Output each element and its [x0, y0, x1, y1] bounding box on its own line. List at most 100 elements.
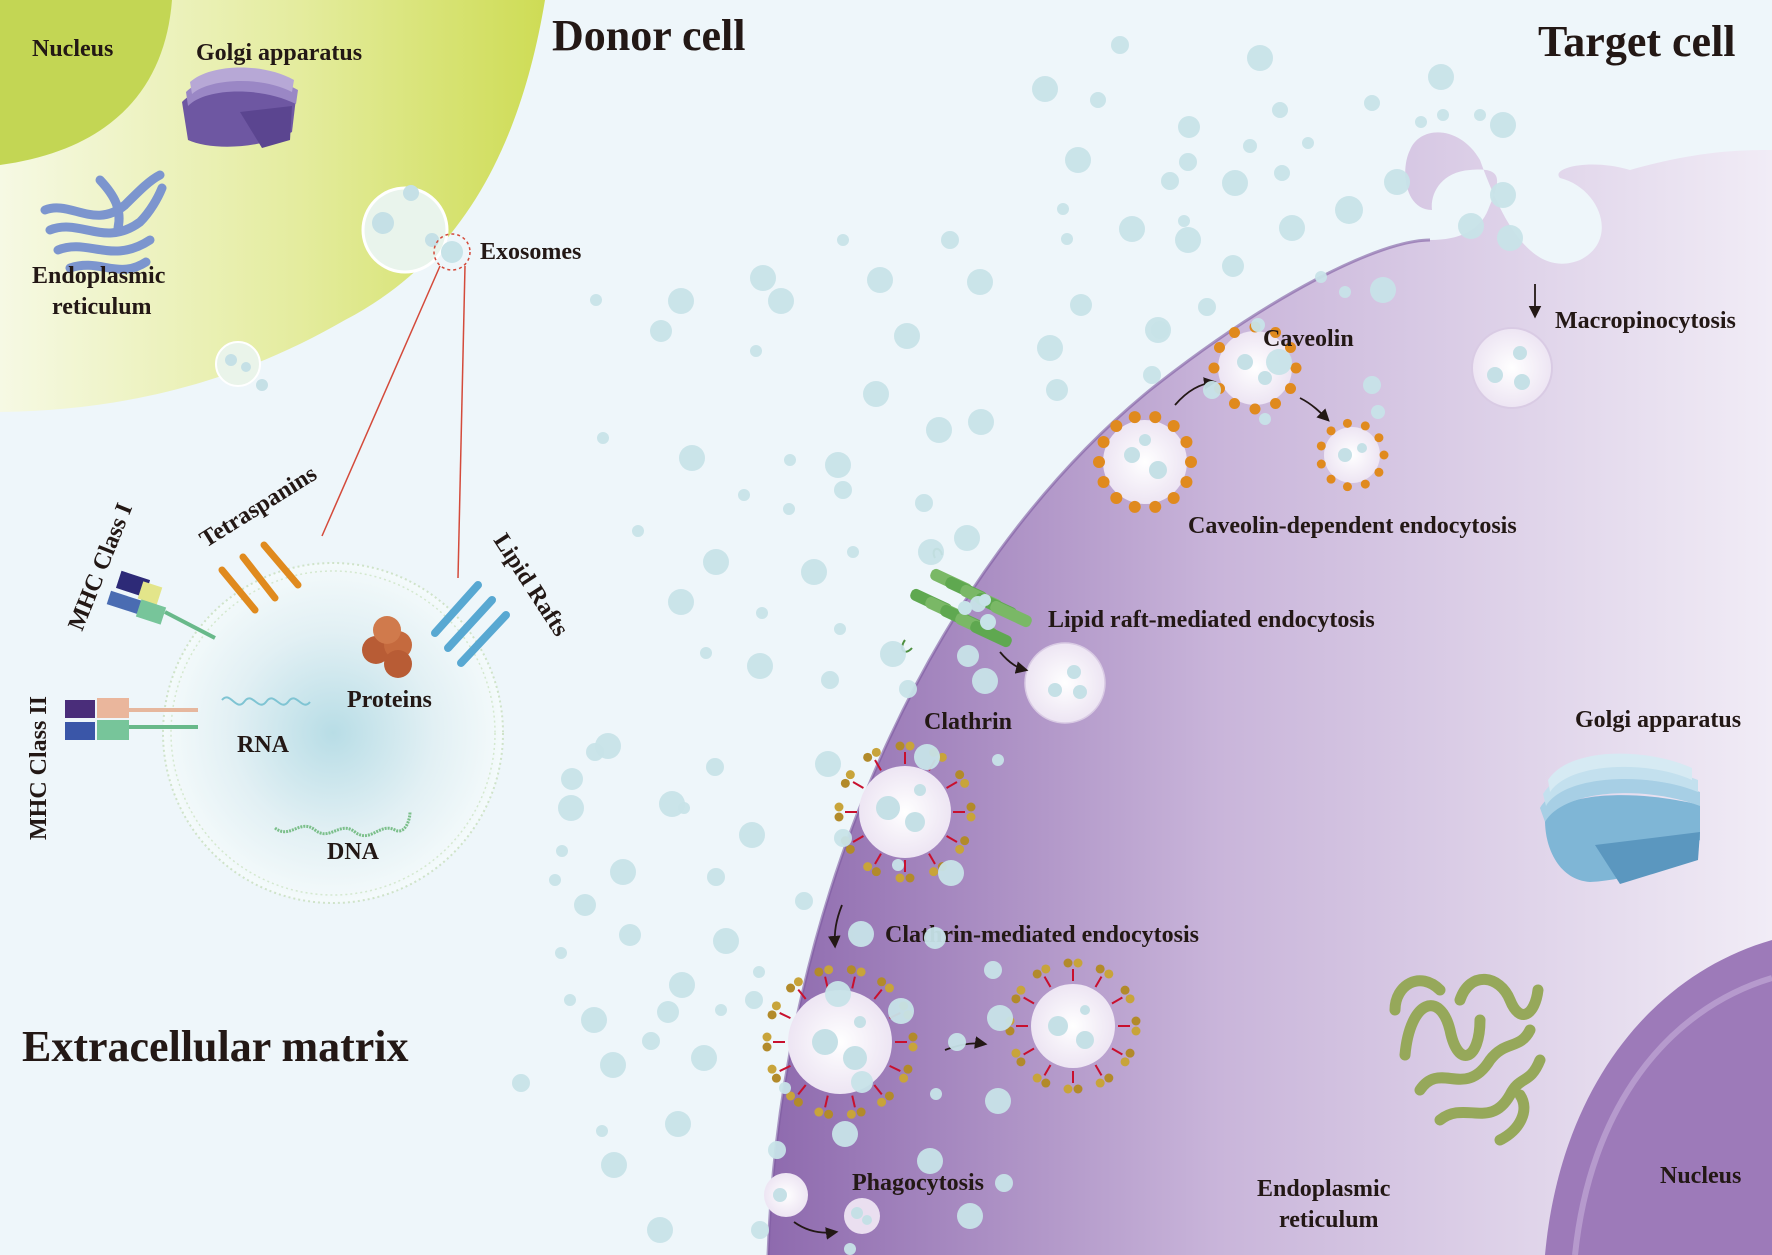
clathrin-head	[884, 1091, 894, 1101]
exosome-particle	[751, 1221, 769, 1239]
exosome-particle	[556, 845, 568, 857]
clathrin-stalk	[797, 1084, 807, 1096]
zoom-line-left	[321, 265, 441, 537]
exosome-particle	[574, 894, 596, 916]
exosome-particle	[1222, 170, 1248, 196]
clathrin-head	[786, 983, 796, 993]
clathrin-head	[1063, 1084, 1073, 1094]
exosome-particle	[747, 653, 773, 679]
exosome-particle	[867, 267, 893, 293]
caveolin-dot	[1213, 342, 1225, 353]
exosome-particle	[995, 1174, 1013, 1192]
clathrin-label: Clathrin	[924, 709, 1012, 735]
caveolin-dot	[1167, 491, 1180, 504]
exosome-particle	[1335, 196, 1363, 224]
exosome-particle	[668, 288, 694, 314]
exosome-particle	[888, 998, 914, 1024]
lipid-raft-endocytosis-label: Lipid raft-mediated endocytosis	[1048, 607, 1375, 633]
exosome-particle	[801, 559, 827, 585]
clathrin-stalk	[779, 1012, 791, 1020]
clathrin-stalk	[1111, 1047, 1123, 1056]
caveolin-dot	[1180, 436, 1193, 449]
dna-label: DNA	[327, 839, 380, 865]
zoom-line-right	[457, 265, 466, 579]
clathrin-stalk	[873, 1084, 883, 1096]
exosome-particle	[1143, 366, 1161, 384]
clathrin-stalk	[824, 1095, 829, 1108]
clathrin-head	[856, 1107, 866, 1117]
exosome-particle	[1119, 216, 1145, 242]
donor-er-label-line1: Endoplasmic	[32, 263, 166, 289]
exosome-particle	[665, 1111, 691, 1137]
clathrin-head	[1041, 964, 1051, 974]
exosome-particle	[1203, 381, 1221, 399]
exosome-particle	[795, 892, 813, 910]
clathrin-head	[1120, 985, 1130, 995]
mhc-class-1-label: MHC Class I	[63, 500, 138, 635]
donor-nucleus-label: Nucleus	[32, 36, 113, 62]
exosome-particle	[924, 927, 946, 949]
exosome-particle	[739, 822, 765, 848]
exosome-particle	[837, 234, 849, 246]
exosome-particle	[549, 874, 561, 886]
mhc-class-2-label: MHC Class II	[26, 696, 52, 840]
clathrin-head	[1131, 1016, 1141, 1026]
exosome-particle	[586, 743, 604, 761]
exosome-particle	[600, 1052, 626, 1078]
exosome-particle	[1339, 286, 1351, 298]
clathrin-head	[955, 770, 965, 780]
exosome-particle	[590, 294, 602, 306]
exosome-particle	[691, 1045, 717, 1071]
clathrin-head	[937, 752, 947, 762]
clathrin-stalk	[928, 853, 936, 865]
donor-er-label-line2: reticulum	[52, 294, 152, 320]
exosome-particle	[992, 754, 1004, 766]
clathrin-stalk	[946, 835, 958, 843]
exosome-particle	[1178, 215, 1190, 227]
clathrin-head	[814, 1107, 824, 1117]
mhc-class-2-icon	[65, 698, 198, 740]
exosome-particle	[968, 409, 994, 435]
clathrin-head	[1120, 1057, 1130, 1067]
macropinocytosis-vesicle	[1471, 284, 1553, 409]
exosome-particle	[679, 445, 705, 471]
exosome-particle	[1364, 95, 1380, 111]
exosome-particle	[561, 768, 583, 790]
clathrin-head	[793, 977, 803, 987]
exosome-particle	[832, 1121, 858, 1147]
caveolin-dot	[1374, 433, 1384, 443]
exosome-zoom: Exosomes	[321, 233, 581, 579]
clathrin-head	[834, 802, 844, 812]
clathrin-stalk	[1043, 1064, 1052, 1076]
caveolin-dot	[1128, 500, 1141, 513]
tetraspanin-icon	[218, 541, 302, 614]
clathrin-head	[1063, 958, 1073, 968]
target-golgi-label: Golgi apparatus	[1575, 707, 1741, 733]
exosome-particle	[512, 1074, 530, 1092]
target-er-icon	[1389, 973, 1546, 1146]
clathrin-head	[1016, 985, 1026, 995]
raft-cargo	[958, 601, 972, 615]
exosome-particle	[914, 744, 940, 770]
clathrin-stalk	[851, 976, 856, 989]
exosome-particle	[984, 961, 1002, 979]
exosome-particle	[1490, 182, 1516, 208]
caveolin-dot	[1110, 491, 1123, 504]
clathrin-head	[895, 741, 905, 751]
dna-icon	[274, 811, 412, 838]
exosome-particle	[558, 795, 584, 821]
exosome-particle	[1179, 153, 1197, 171]
caveolin-dot	[1229, 326, 1240, 338]
clathrin-head	[877, 977, 887, 987]
exosome-particle	[657, 1001, 679, 1023]
exosome-particle	[1437, 109, 1449, 121]
clathrin-stalk	[779, 1064, 791, 1072]
exosome-particle	[713, 928, 739, 954]
caveolin-dot	[1110, 420, 1123, 433]
clathrin-stalk	[1023, 996, 1035, 1005]
exosome-particle	[825, 981, 851, 1007]
caveolin-dot	[1270, 326, 1281, 338]
exosome-particle	[668, 589, 694, 615]
clathrin-head	[814, 967, 824, 977]
clathrin-stalk	[1111, 996, 1123, 1005]
